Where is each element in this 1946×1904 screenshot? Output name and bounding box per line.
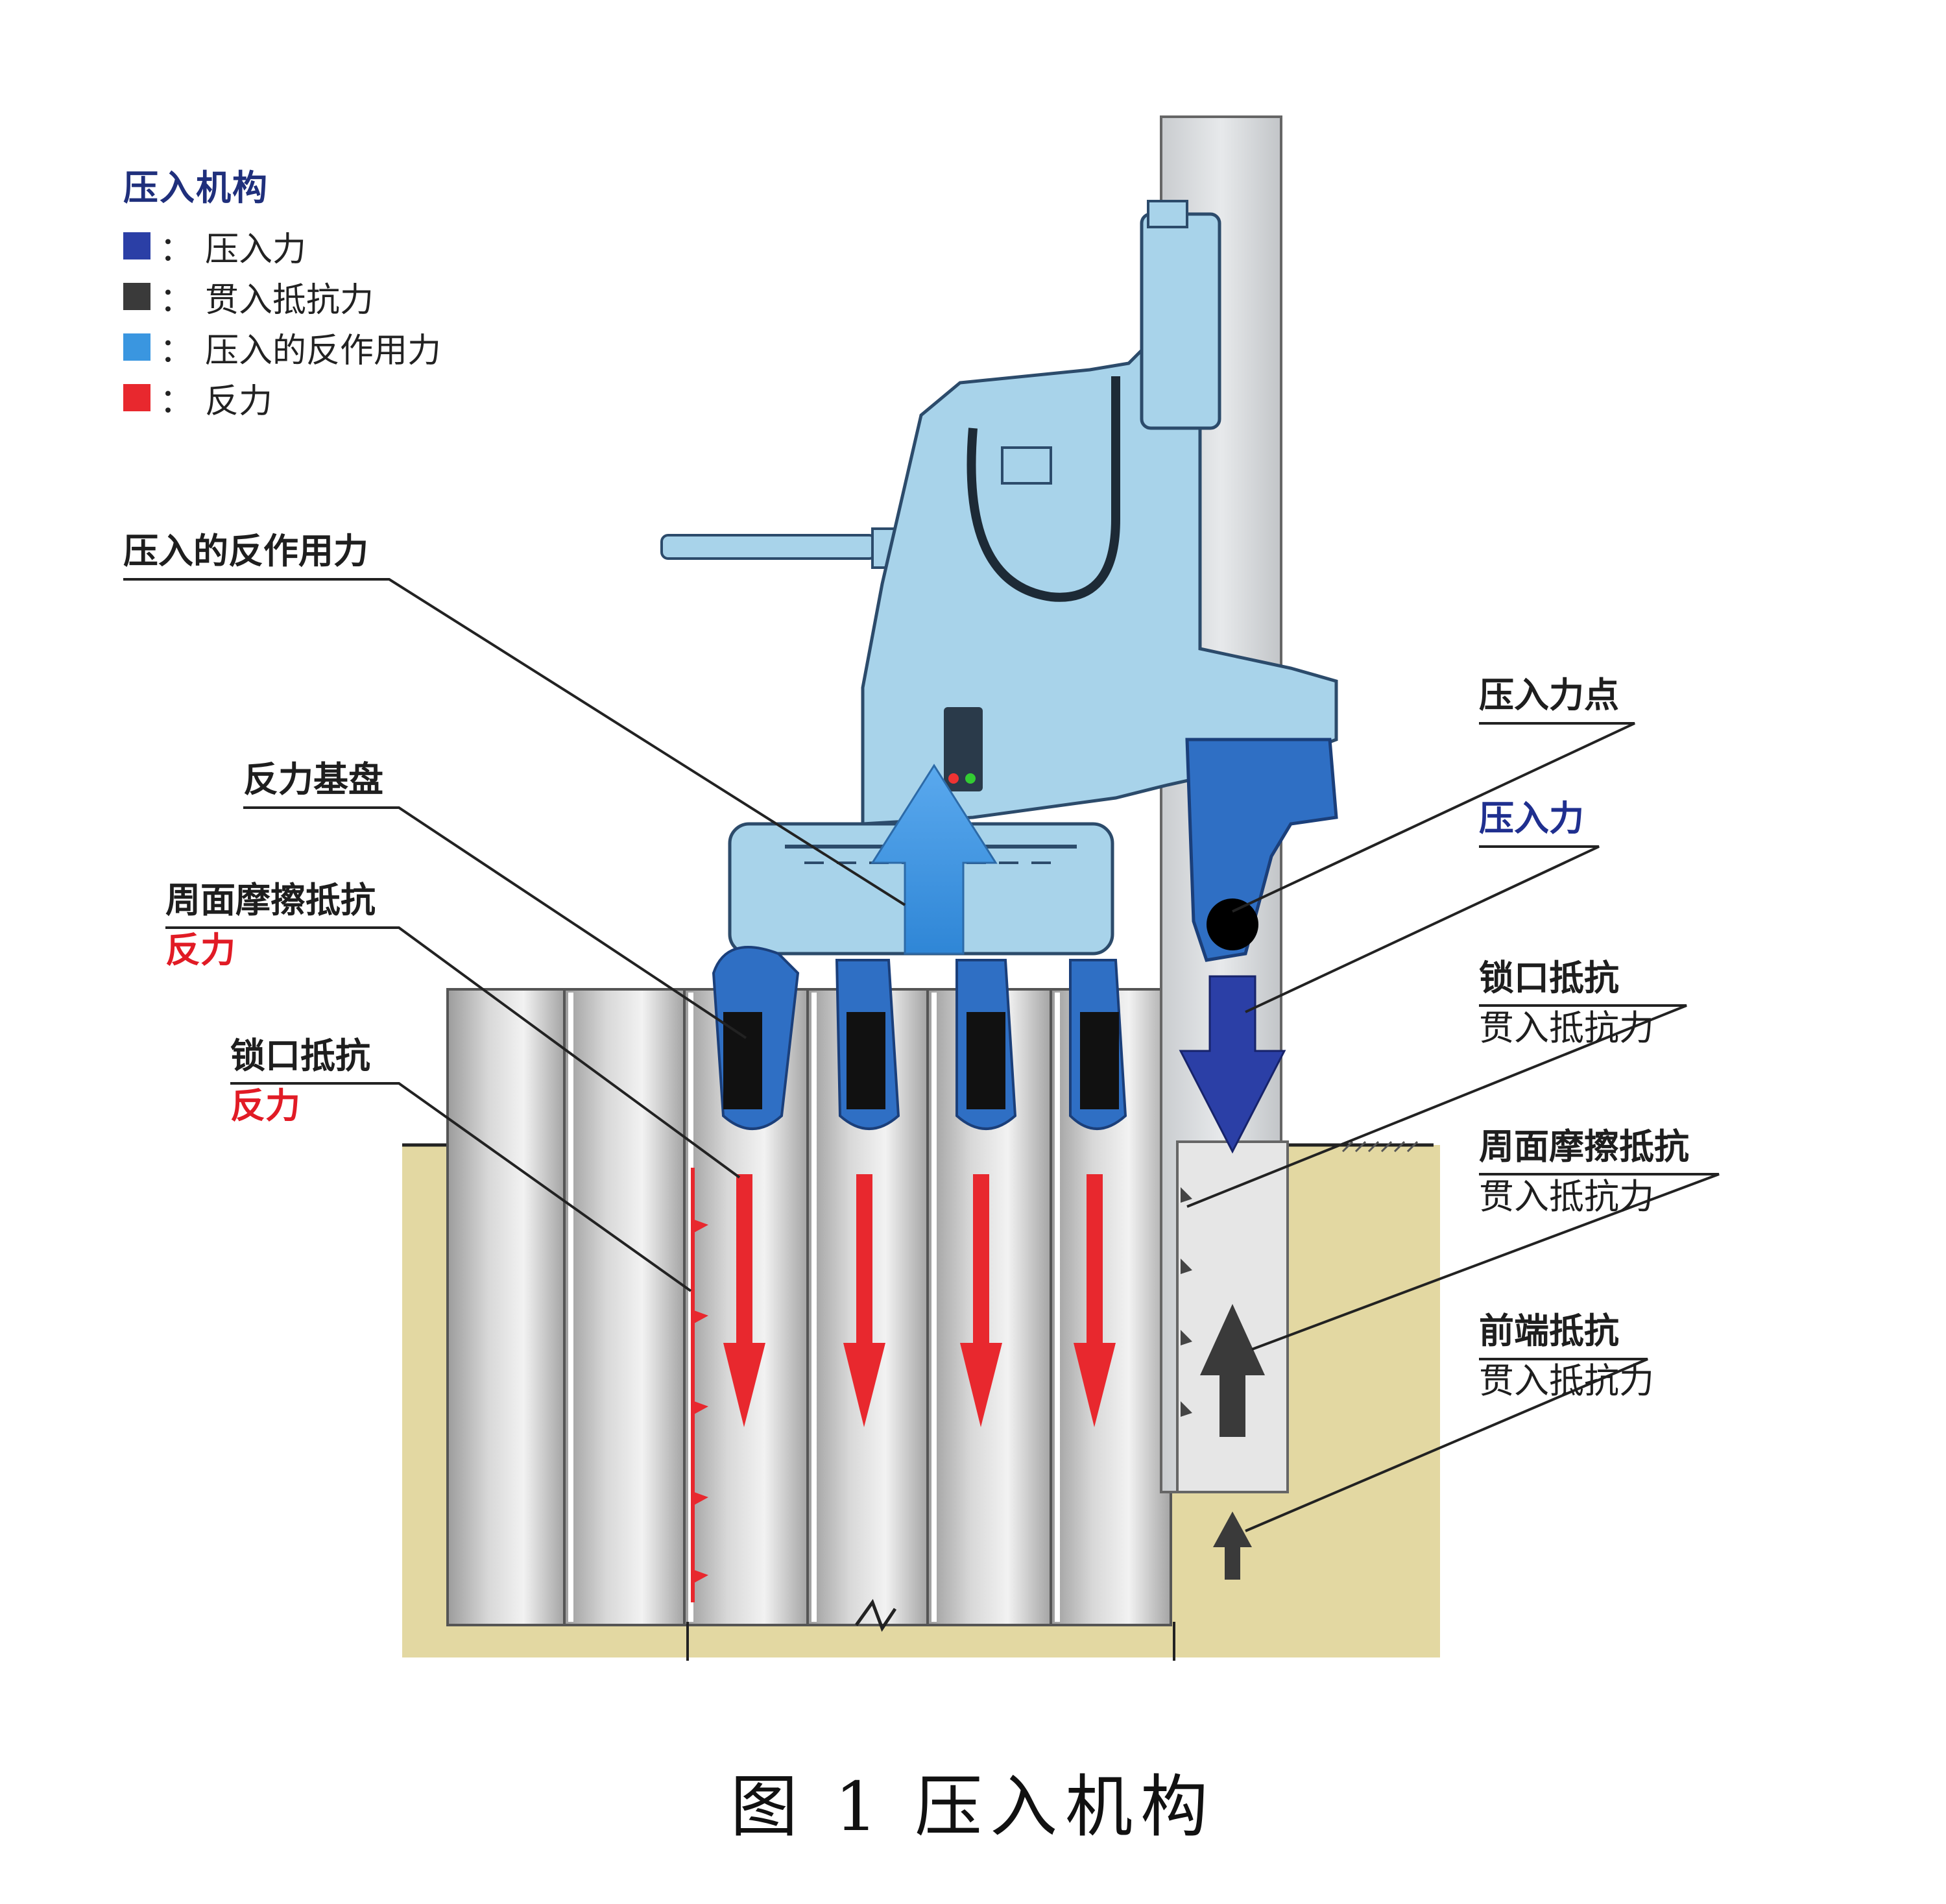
figure-caption: 图 1 压入机构	[730, 1767, 1216, 1846]
lock-resistance-teeth	[1181, 1187, 1192, 1417]
callout-label: 压入力点	[1479, 675, 1619, 716]
legend-label: 反力	[205, 381, 273, 421]
machine-window	[1001, 446, 1052, 485]
legend-item-reaction: ： 反力	[123, 372, 441, 423]
callout-left-lock: 锁口抵抗 反力	[230, 1037, 370, 1126]
legend-label: 压入的反作用力	[205, 331, 442, 370]
callout-tip: 前端抵抗 贯入抵抗力	[1479, 1312, 1654, 1401]
legend-label: 贯入抵抗力	[205, 280, 374, 320]
callout-label: 前端抵抗	[1479, 1310, 1619, 1351]
legend-label: 压入力	[205, 230, 307, 269]
legend-swatch-press-force	[123, 232, 150, 259]
legend-swatch-reaction-of-press	[123, 333, 150, 361]
callout-sublabel: 反力	[165, 930, 235, 971]
legend-separator: ：	[160, 381, 194, 421]
callout-press-force: 压入力	[1479, 799, 1584, 838]
legend-title: 压入机构	[123, 167, 269, 208]
legend-item-penetration-resistance: ： 贯入抵抗力	[123, 271, 441, 322]
callout-right-friction: 周面摩擦抵抗 贯入抵抗力	[1479, 1127, 1689, 1216]
callout-sublabel: 贯入抵抗力	[1479, 1007, 1654, 1049]
callout-label: 反力基盘	[243, 759, 383, 800]
legend-separator: ：	[160, 230, 194, 269]
callout-sublabel: 贯入抵抗力	[1479, 1360, 1654, 1402]
press-machine	[660, 200, 1338, 1130]
callout-press-point: 压入力点	[1479, 675, 1619, 716]
tip-resistance-arrow	[1213, 1512, 1252, 1580]
legend-separator: ：	[160, 280, 194, 320]
clamp-jaw	[723, 1012, 1119, 1109]
callout-label: 锁口抵抗	[1479, 958, 1619, 998]
legend-item-press-force: ： 压入力	[123, 221, 441, 271]
reaction-red-arrows	[723, 1174, 1116, 1427]
callout-reaction-of-press: 压入的反作用力	[123, 531, 368, 572]
reaction-of-press-arrow	[871, 764, 998, 955]
installed-sheet-piles	[446, 988, 1172, 1626]
lock-reaction-small-arrows	[691, 1168, 708, 1602]
machine-upper-column	[1140, 212, 1221, 430]
legend-item-reaction-of-press: ： 压入的反作用力	[123, 322, 441, 372]
callout-right-lock: 锁口抵抗 贯入抵抗力	[1479, 959, 1654, 1048]
callout-label: 周面摩擦抵抗	[1479, 1126, 1689, 1167]
press-force-arrow	[1179, 975, 1286, 1154]
callout-left-friction: 周面摩擦抵抗 反力	[165, 881, 376, 970]
callout-reaction-base: 反力基盘	[243, 760, 383, 799]
machine-boom	[660, 534, 877, 560]
legend-swatch-penetration-resistance	[123, 283, 150, 310]
legend-separator: ：	[160, 331, 194, 370]
control-panel	[944, 707, 983, 791]
side-friction-resistance-arrow	[1200, 1304, 1265, 1437]
callout-sublabel: 反力	[230, 1085, 300, 1127]
leader-lines	[123, 578, 1720, 1532]
callout-sublabel: 贯入抵抗力	[1479, 1176, 1654, 1218]
machine-hose	[967, 376, 1120, 602]
pile-break-mark	[854, 1598, 897, 1632]
legend: 压入机构 ： 压入力 ： 贯入抵抗力 ： 压入的反作用力 ： 反力	[123, 159, 441, 423]
legend-swatch-reaction	[123, 384, 150, 411]
callout-label: 锁口抵抗	[230, 1035, 370, 1076]
ground-hatch	[1341, 1140, 1419, 1153]
callout-label: 压入的反作用力	[123, 531, 368, 572]
callout-label: 压入力	[1479, 798, 1584, 839]
callout-label: 周面摩擦抵抗	[165, 880, 376, 921]
press-point-dot	[1207, 898, 1258, 950]
